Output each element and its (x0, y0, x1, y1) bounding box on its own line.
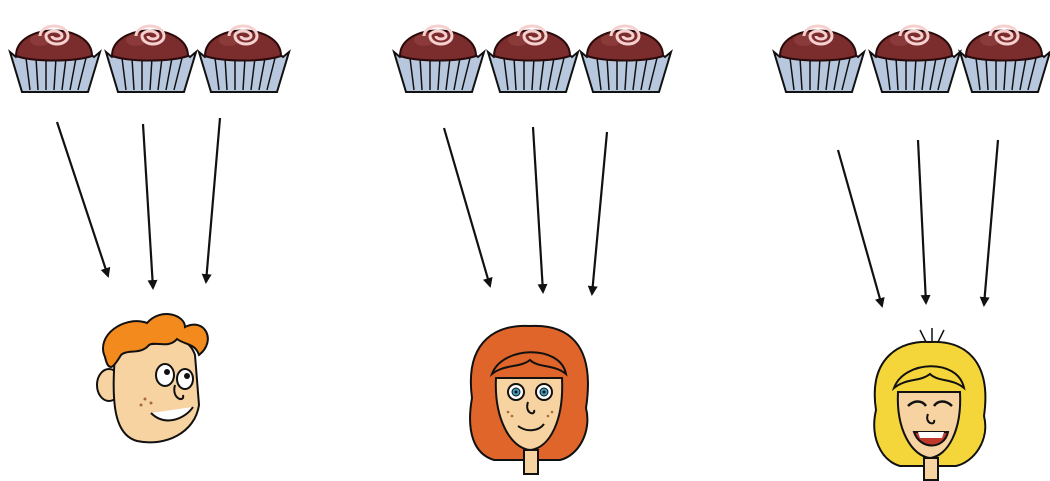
blonde-girl-face-icon (874, 328, 985, 480)
chocolate-truffle-icon (581, 26, 671, 92)
arrow-down-icon (57, 122, 108, 276)
arrow-down-icon (444, 128, 490, 286)
chocolate-truffle-icon (488, 26, 578, 92)
arrow-down-icon (838, 150, 882, 306)
chocolate-truffle-icon (199, 26, 289, 92)
chocolate-truffle-icon (106, 26, 196, 92)
chocolate-truffle-icon (960, 26, 1050, 92)
boy-face-icon (97, 314, 208, 442)
group-2 (394, 26, 671, 474)
chocolate-truffle-icon (10, 26, 100, 92)
group-1 (10, 26, 289, 442)
arrow-down-icon (592, 132, 607, 294)
arrow-down-icon (143, 124, 153, 288)
group-3 (774, 26, 1050, 480)
arrow-down-icon (206, 118, 220, 282)
arrow-down-icon (984, 140, 998, 305)
arrow-down-icon (918, 140, 926, 303)
chocolate-truffle-icon (394, 26, 484, 92)
chocolate-truffle-icon (774, 26, 864, 92)
red-haired-girl-face-icon (470, 326, 588, 474)
arrow-down-icon (533, 127, 543, 292)
chocolate-truffle-icon (870, 26, 960, 92)
